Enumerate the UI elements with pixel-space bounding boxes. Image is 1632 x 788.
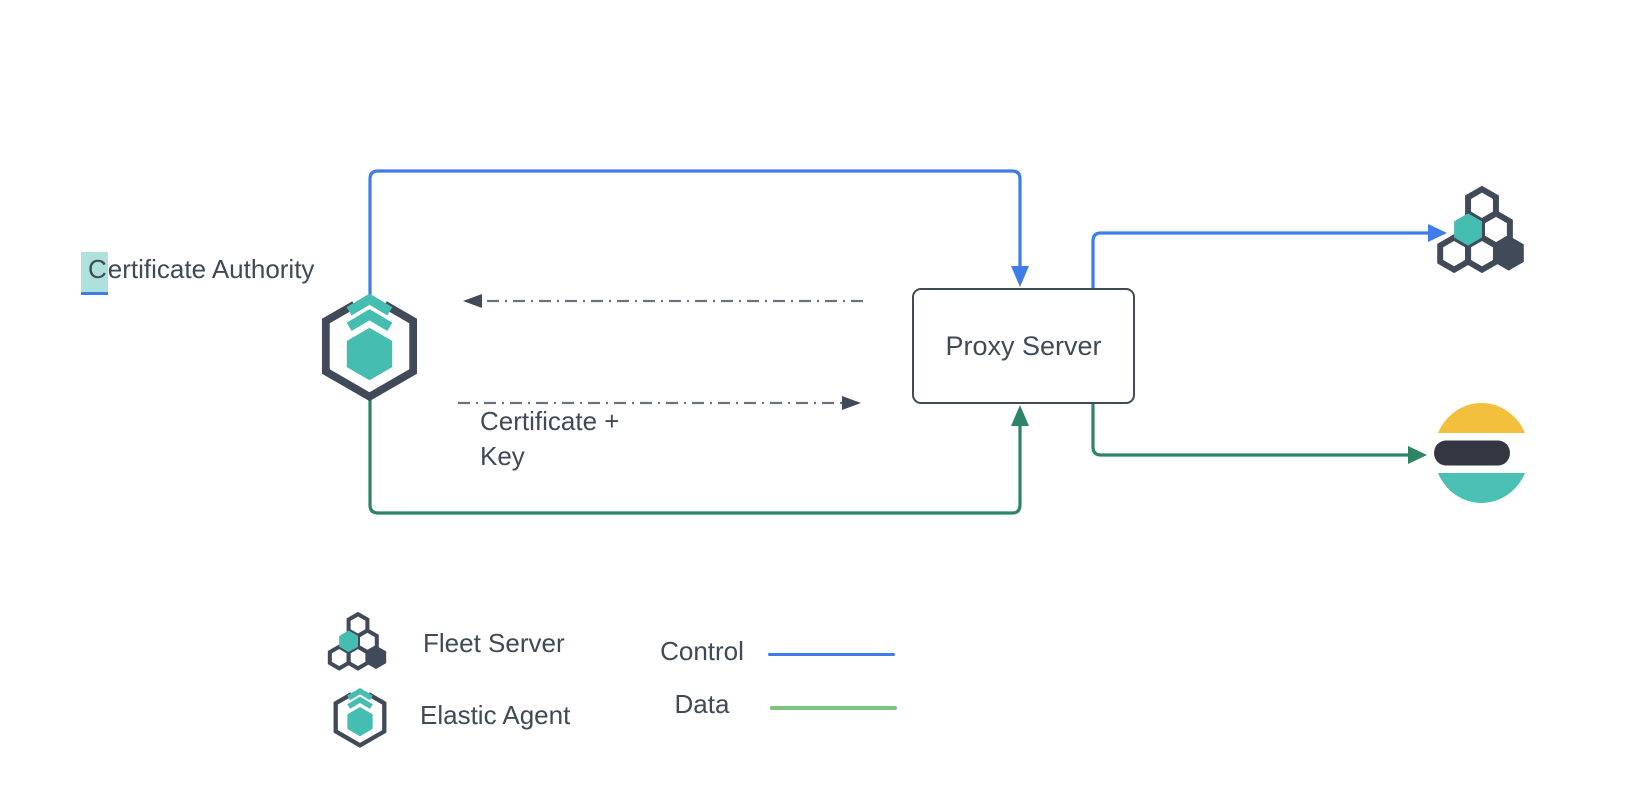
legend-control-line-swatch <box>768 653 895 656</box>
arrowhead-dashed-right <box>842 396 861 410</box>
proxy-server-node[interactable]: Proxy Server <box>912 288 1135 404</box>
fleet-server-icon <box>1440 189 1524 270</box>
legend-data-label: Data <box>674 689 730 719</box>
certificate-authority-text: ertificate Authority <box>107 254 315 284</box>
arrowhead-data-up <box>1011 405 1029 426</box>
text-selection-highlight: C <box>81 252 108 295</box>
certificate-authority-label: Certificate Authority <box>81 252 315 295</box>
legend-elastic-agent-icon <box>336 691 385 745</box>
legend-elastic-agent-label: Elastic Agent <box>420 700 571 730</box>
arrowhead-data-right <box>1408 446 1427 464</box>
certificate-key-label: Certificate + Key <box>480 404 619 474</box>
legend-control-label: Control <box>660 636 744 666</box>
edge-control-proxy-to-fleet <box>1091 224 1447 288</box>
elasticsearch-icon <box>1434 403 1526 503</box>
edge-certificate-key <box>458 396 861 410</box>
legend-fleet-server-icon <box>330 614 386 669</box>
edge-certificate-request <box>463 294 863 308</box>
legend-fleet-server-label: Fleet Server <box>423 628 565 658</box>
legend-data-line-swatch <box>770 706 897 710</box>
certificate-key-line2: Key <box>480 441 525 471</box>
edge-data-proxy-to-elasticsearch <box>1091 404 1427 464</box>
arrowhead-control-right <box>1428 224 1447 242</box>
certificate-key-line1: Certificate + <box>480 406 620 436</box>
edge-control-agent-to-proxy <box>368 169 1029 301</box>
proxy-server-label: Proxy Server <box>945 330 1102 361</box>
arrowhead-control-down <box>1011 266 1029 287</box>
edge-data-agent-to-proxy <box>368 395 1029 515</box>
elastic-agent-icon <box>326 299 413 396</box>
arrowhead-dashed-left <box>463 294 482 308</box>
